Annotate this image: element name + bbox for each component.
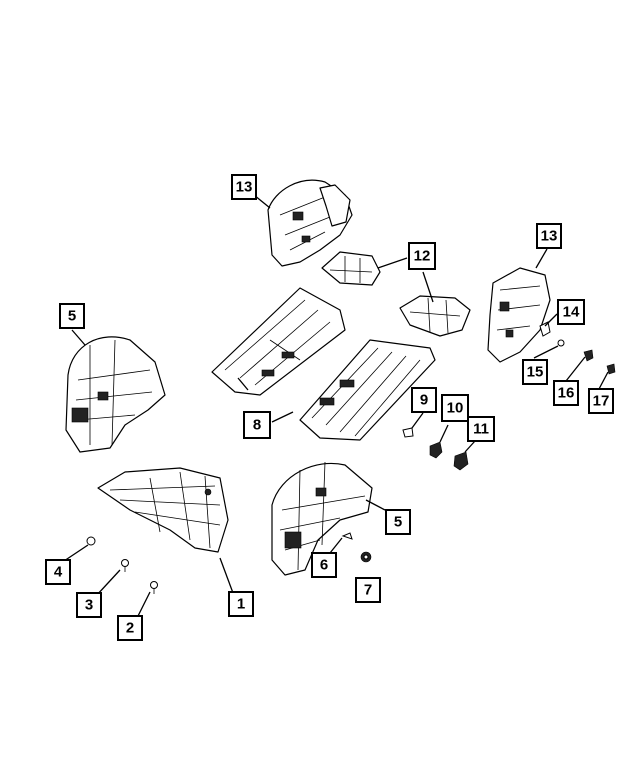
callout-13-right: 13 [536, 223, 562, 249]
part-13-upper-drawing [267, 179, 353, 267]
callout-12-label: 12 [414, 248, 431, 265]
part-5-left-drawing [65, 336, 166, 453]
callout-9: 9 [411, 387, 437, 413]
callout-5-left: 5 [59, 303, 85, 329]
callout-14: 14 [557, 299, 585, 325]
callout-2: 2 [117, 615, 143, 641]
callout-6: 6 [311, 552, 337, 578]
part-12-drawing [321, 251, 471, 337]
callout-10: 10 [441, 394, 469, 422]
callout-11-label: 11 [473, 421, 489, 438]
callout-9-label: 9 [420, 392, 428, 409]
callout-8-label: 8 [253, 417, 261, 434]
callout-17: 17 [588, 388, 614, 414]
fasteners-drawing [86, 321, 616, 594]
callout-2-label: 2 [126, 620, 134, 637]
callout-10-label: 10 [447, 400, 464, 417]
callout-13-upper: 13 [231, 174, 257, 200]
callout-3: 3 [76, 592, 102, 618]
callout-5-left-label: 5 [68, 308, 76, 325]
callout-16-label: 16 [558, 385, 575, 402]
callout-13-upper-label: 13 [236, 179, 253, 196]
callout-3-label: 3 [85, 597, 93, 614]
leader-lines [63, 194, 609, 617]
callout-16: 16 [553, 380, 579, 406]
callout-5-lower: 5 [385, 509, 411, 535]
callout-5-lower-label: 5 [394, 514, 402, 531]
part-1-drawing [97, 467, 229, 553]
callout-4: 4 [45, 559, 71, 585]
callout-15: 15 [522, 359, 548, 385]
callout-4-label: 4 [54, 564, 63, 581]
callout-8: 8 [243, 411, 271, 439]
callout-13-right-label: 13 [541, 228, 558, 245]
callout-14-label: 14 [563, 304, 580, 321]
callout-6-label: 6 [320, 557, 328, 574]
callout-15-label: 15 [527, 364, 544, 381]
callout-11: 11 [467, 416, 495, 442]
part-13-right-drawing [487, 267, 551, 363]
callout-7: 7 [355, 577, 381, 603]
callout-7-label: 7 [364, 582, 372, 599]
callout-1: 1 [228, 591, 254, 617]
part-8-drawing [211, 287, 436, 441]
callout-17-label: 17 [593, 393, 610, 410]
callout-1-label: 1 [237, 596, 245, 613]
callout-12: 12 [408, 242, 436, 270]
